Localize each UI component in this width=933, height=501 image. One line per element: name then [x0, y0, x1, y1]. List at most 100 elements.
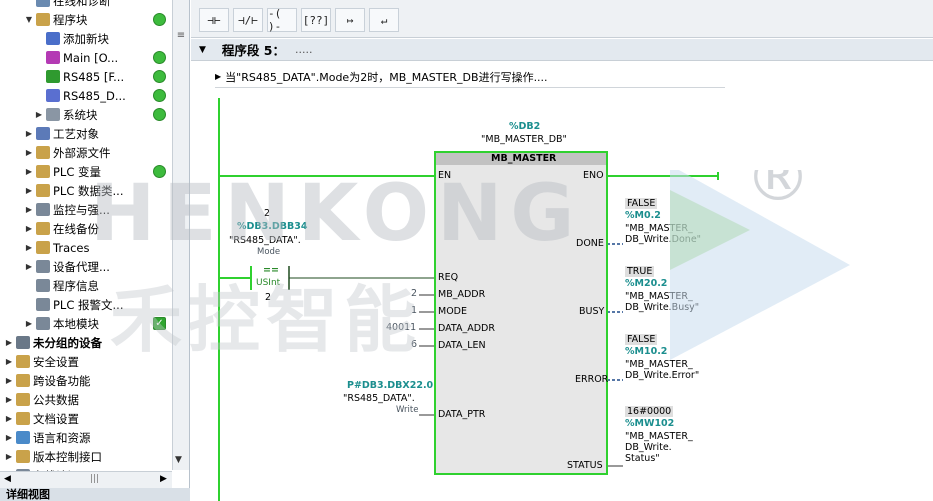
busy-address[interactable]: %M20.2	[625, 278, 668, 289]
pin-done: DONE	[576, 238, 604, 249]
tree-item[interactable]: 程序信息	[0, 276, 172, 295]
network-comment[interactable]: ▶ 当"RS485_DATA".Mode为2时，MB_MASTER_DB进行写操…	[215, 66, 725, 88]
tree-item[interactable]: ▶版本控制接口	[0, 447, 172, 466]
scroll-right-icon[interactable]: ▶	[160, 474, 167, 484]
scroll-grip-icon[interactable]: |||	[90, 474, 100, 484]
tree-item[interactable]: ▶ Traces	[0, 238, 172, 257]
busy-name-line1[interactable]: "MB_MASTER_	[625, 291, 693, 302]
tree-item[interactable]: PLC 报警文...	[0, 295, 172, 314]
collapsed-arrow-icon[interactable]: ▶	[5, 414, 13, 423]
status-name-line3[interactable]: Status"	[625, 453, 660, 464]
collapsed-arrow-icon[interactable]: ▶	[25, 319, 33, 328]
error-name-line1[interactable]: "MB_MASTER_	[625, 359, 693, 370]
collapsed-arrow-icon[interactable]: ▶	[25, 224, 33, 233]
error-address[interactable]: %M10.2	[625, 346, 668, 357]
tree-item-icon	[36, 146, 50, 159]
expanded-arrow-icon[interactable]: ▼	[25, 15, 33, 24]
collapsed-arrow-icon[interactable]: ▶	[35, 110, 43, 119]
tree-item-icon	[36, 127, 50, 140]
collapsed-arrow-icon[interactable]: ▶	[5, 395, 13, 404]
tree-item[interactable]: ▶未分组的设备	[0, 333, 172, 352]
db-name[interactable]: "MB_MASTER_DB"	[481, 134, 567, 145]
expand-comment-icon[interactable]: ▶	[215, 72, 222, 81]
collapsed-arrow-icon[interactable]: ▶	[5, 376, 13, 385]
scroll-grip-icon[interactable]: ≡	[176, 30, 186, 41]
busy-name-line2[interactable]: DB_Write.Busy"	[625, 302, 700, 313]
status-name-line1[interactable]: "MB_MASTER_	[625, 431, 693, 442]
done-name-line1[interactable]: "MB_MASTER_	[625, 223, 693, 234]
status-name-line2[interactable]: DB_Write.	[625, 442, 672, 453]
coil-button[interactable]: -( )-	[267, 7, 297, 33]
tree-item[interactable]: RS485 [F...	[0, 67, 172, 86]
tree-horizontal-scrollbar[interactable]: ◀ ||| ▶	[0, 471, 172, 488]
tree-item[interactable]: ▶设备代理...	[0, 257, 172, 276]
collapse-icon[interactable]: ▼	[199, 44, 206, 55]
collapsed-arrow-icon[interactable]: ▶	[25, 167, 33, 176]
tree-item[interactable]: 在线和诊断	[0, 0, 172, 10]
collapsed-arrow-icon[interactable]: ▶	[5, 357, 13, 366]
compare-type[interactable]: USInt	[256, 278, 281, 288]
compare-name[interactable]: "RS485_DATA".	[229, 235, 301, 246]
detail-view-bar[interactable]: 详细视图	[0, 488, 190, 501]
collapsed-arrow-icon[interactable]: ▶	[25, 186, 33, 195]
mb-addr-value[interactable]: 2	[411, 288, 418, 299]
data-ptr-name[interactable]: "RS485_DATA".	[343, 393, 415, 404]
tree-item[interactable]: ▶本地模块✓	[0, 314, 172, 333]
tree-item[interactable]: RS485_D...	[0, 86, 172, 105]
status-address[interactable]: %MW102	[625, 418, 675, 429]
open-branch-button[interactable]: ↦	[335, 8, 365, 32]
collapsed-arrow-icon[interactable]: ▶	[5, 433, 13, 442]
network-header[interactable]: ▼ 程序段 5： .....	[191, 39, 933, 61]
collapsed-arrow-icon[interactable]: ▶	[25, 262, 33, 271]
compare-member[interactable]: Mode	[257, 247, 281, 257]
tree-item[interactable]: ▶系统块	[0, 105, 172, 124]
data-len-value[interactable]: 6	[411, 339, 418, 350]
tree-item[interactable]: ▶ 安全设置	[0, 352, 172, 371]
tree-item[interactable]: ▶外部源文件	[0, 143, 172, 162]
done-name-line2[interactable]: DB_Write.Done"	[625, 234, 702, 245]
tree-item[interactable]: Main [O...	[0, 48, 172, 67]
no-contact-button[interactable]: ⊣⊢	[199, 8, 229, 32]
error-name-line2[interactable]: DB_Write.Error"	[625, 370, 700, 381]
tree-vertical-scrollbar[interactable]: ≡ ▼	[172, 0, 189, 470]
tree-item[interactable]: ▶在线备份	[0, 219, 172, 238]
collapsed-arrow-icon[interactable]: ▶	[25, 205, 33, 214]
data-ptr-member[interactable]: Write	[396, 405, 419, 415]
ladder-toolbar: ⊣⊢⊣/⊢-( )-[??]↦↵	[191, 0, 933, 38]
tree-item[interactable]: ▶监控与强...	[0, 200, 172, 219]
mode-value[interactable]: 1	[411, 305, 418, 316]
data-addr-value[interactable]: 40011	[386, 322, 417, 333]
tree-item[interactable]: 添加新块	[0, 29, 172, 48]
tree-item[interactable]: ▶工艺对象	[0, 124, 172, 143]
empty-box-button[interactable]: [??]	[301, 8, 331, 32]
data-ptr-address[interactable]: P#DB3.DBX22.0	[347, 380, 434, 391]
tree-item-label: RS485 [F...	[63, 69, 125, 84]
tree-item[interactable]: ▼程序块	[0, 10, 172, 29]
scroll-left-icon[interactable]: ◀	[4, 474, 11, 484]
pin-mode: MODE	[438, 306, 467, 317]
collapsed-arrow-icon[interactable]: ▶	[25, 243, 33, 252]
nc-contact-button[interactable]: ⊣/⊢	[233, 8, 263, 32]
tree-item-icon	[36, 317, 50, 330]
tree-item[interactable]: ▶语言和资源	[0, 428, 172, 447]
mb-master-box[interactable]	[434, 151, 608, 475]
scroll-down-icon[interactable]: ▼	[175, 455, 182, 465]
collapsed-arrow-icon[interactable]: ▶	[5, 338, 13, 347]
db-address[interactable]: %DB2	[509, 121, 541, 132]
collapsed-arrow-icon[interactable]: ▶	[5, 452, 13, 461]
collapsed-arrow-icon[interactable]: ▶	[25, 129, 33, 138]
pin-en: EN	[438, 170, 452, 181]
network-title-placeholder[interactable]: .....	[294, 43, 313, 56]
tree-item[interactable]: ▶PLC 变量	[0, 162, 172, 181]
tree-item-label: Traces	[53, 240, 90, 255]
pin-status: STATUS	[567, 460, 603, 471]
tree-item[interactable]: ▶文档设置	[0, 409, 172, 428]
close-branch-button[interactable]: ↵	[369, 8, 399, 32]
tree-item[interactable]: ▶PLC 数据类...	[0, 181, 172, 200]
compare-address[interactable]: %DB3.DBB34	[237, 221, 308, 232]
tree-item[interactable]: ▶公共数据	[0, 390, 172, 409]
tree-item-label: 安全设置	[33, 354, 79, 369]
collapsed-arrow-icon[interactable]: ▶	[25, 148, 33, 157]
tree-item[interactable]: ▶跨设备功能	[0, 371, 172, 390]
done-address[interactable]: %M0.2	[625, 210, 661, 221]
